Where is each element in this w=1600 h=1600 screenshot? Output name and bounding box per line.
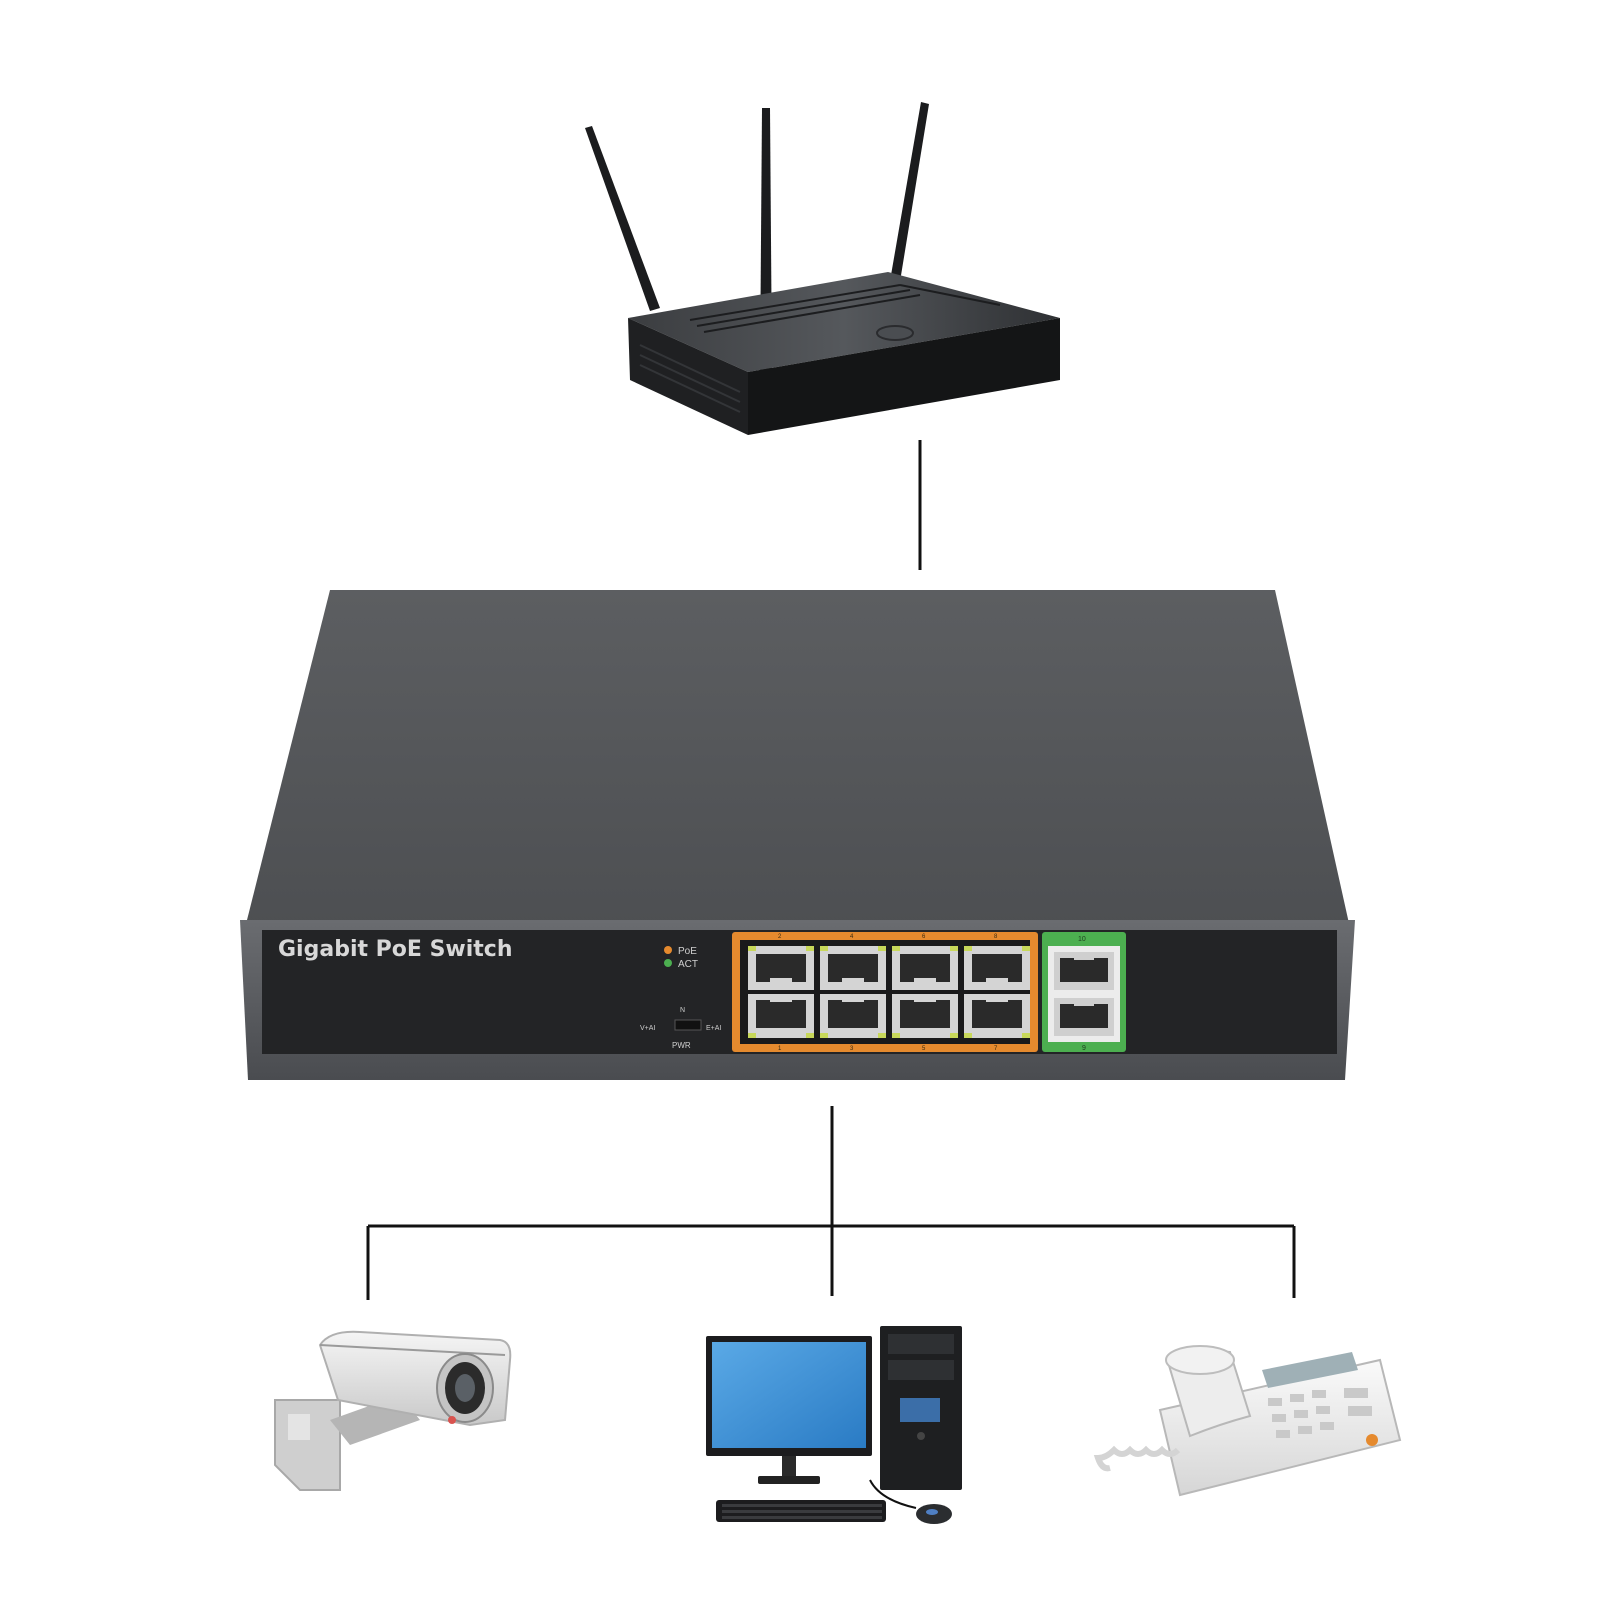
ethernet-port-1[interactable]: [748, 994, 814, 1038]
poe-ports-top-row: [748, 946, 1030, 990]
svg-text:5: 5: [922, 1046, 926, 1052]
svg-text:6: 6: [922, 934, 926, 940]
ethernet-port-9[interactable]: [1054, 998, 1114, 1036]
svg-text:1: 1: [778, 1046, 782, 1052]
ethernet-port-6[interactable]: [892, 946, 958, 990]
ethernet-port-2[interactable]: [748, 946, 814, 990]
poe-switch: Gigabit PoE Switch PoE ACT N V+AI E+AI P…: [240, 590, 1355, 1080]
uplink-port-number-top: 10: [1078, 936, 1086, 943]
ethernet-port-5[interactable]: [892, 994, 958, 1038]
ethernet-port-3[interactable]: [820, 994, 886, 1038]
security-camera-icon: [274, 1330, 512, 1491]
poe-ports-bottom-row: [748, 994, 1030, 1038]
svg-text:3: 3: [850, 1046, 854, 1052]
poe-led-label: PoE: [678, 946, 697, 957]
desk-phone-icon: [1093, 1345, 1402, 1497]
router-icon: [585, 102, 1060, 435]
svg-text:4: 4: [850, 934, 854, 940]
switch-title: Gigabit PoE Switch: [278, 937, 513, 962]
ethernet-port-7[interactable]: [964, 994, 1030, 1038]
poe-port-numbers-top: 2 4 6 8: [778, 934, 998, 940]
ethernet-port-8[interactable]: [964, 946, 1030, 990]
svg-text:8: 8: [994, 934, 998, 940]
mode-switch-left-label: V+AI: [640, 1025, 655, 1032]
link-switch-devices: [366, 1106, 1296, 1300]
mode-switch-top-label: N: [680, 1007, 685, 1014]
svg-text:2: 2: [778, 934, 782, 940]
poe-led-icon: [664, 946, 672, 954]
mode-switch-bottom-label: PWR: [672, 1041, 691, 1050]
uplink-port-number-bottom: 9: [1082, 1045, 1086, 1052]
act-led-icon: [664, 959, 672, 967]
ethernet-port-4[interactable]: [820, 946, 886, 990]
mode-switch-right-label: E+AI: [706, 1025, 721, 1032]
svg-text:7: 7: [994, 1046, 998, 1052]
act-led-label: ACT: [678, 959, 698, 970]
desktop-computer-icon: [706, 1326, 962, 1524]
mode-switch[interactable]: [674, 1019, 702, 1031]
ethernet-port-10[interactable]: [1054, 952, 1114, 990]
poe-port-numbers-bottom: 1 3 5 7: [778, 1046, 998, 1052]
